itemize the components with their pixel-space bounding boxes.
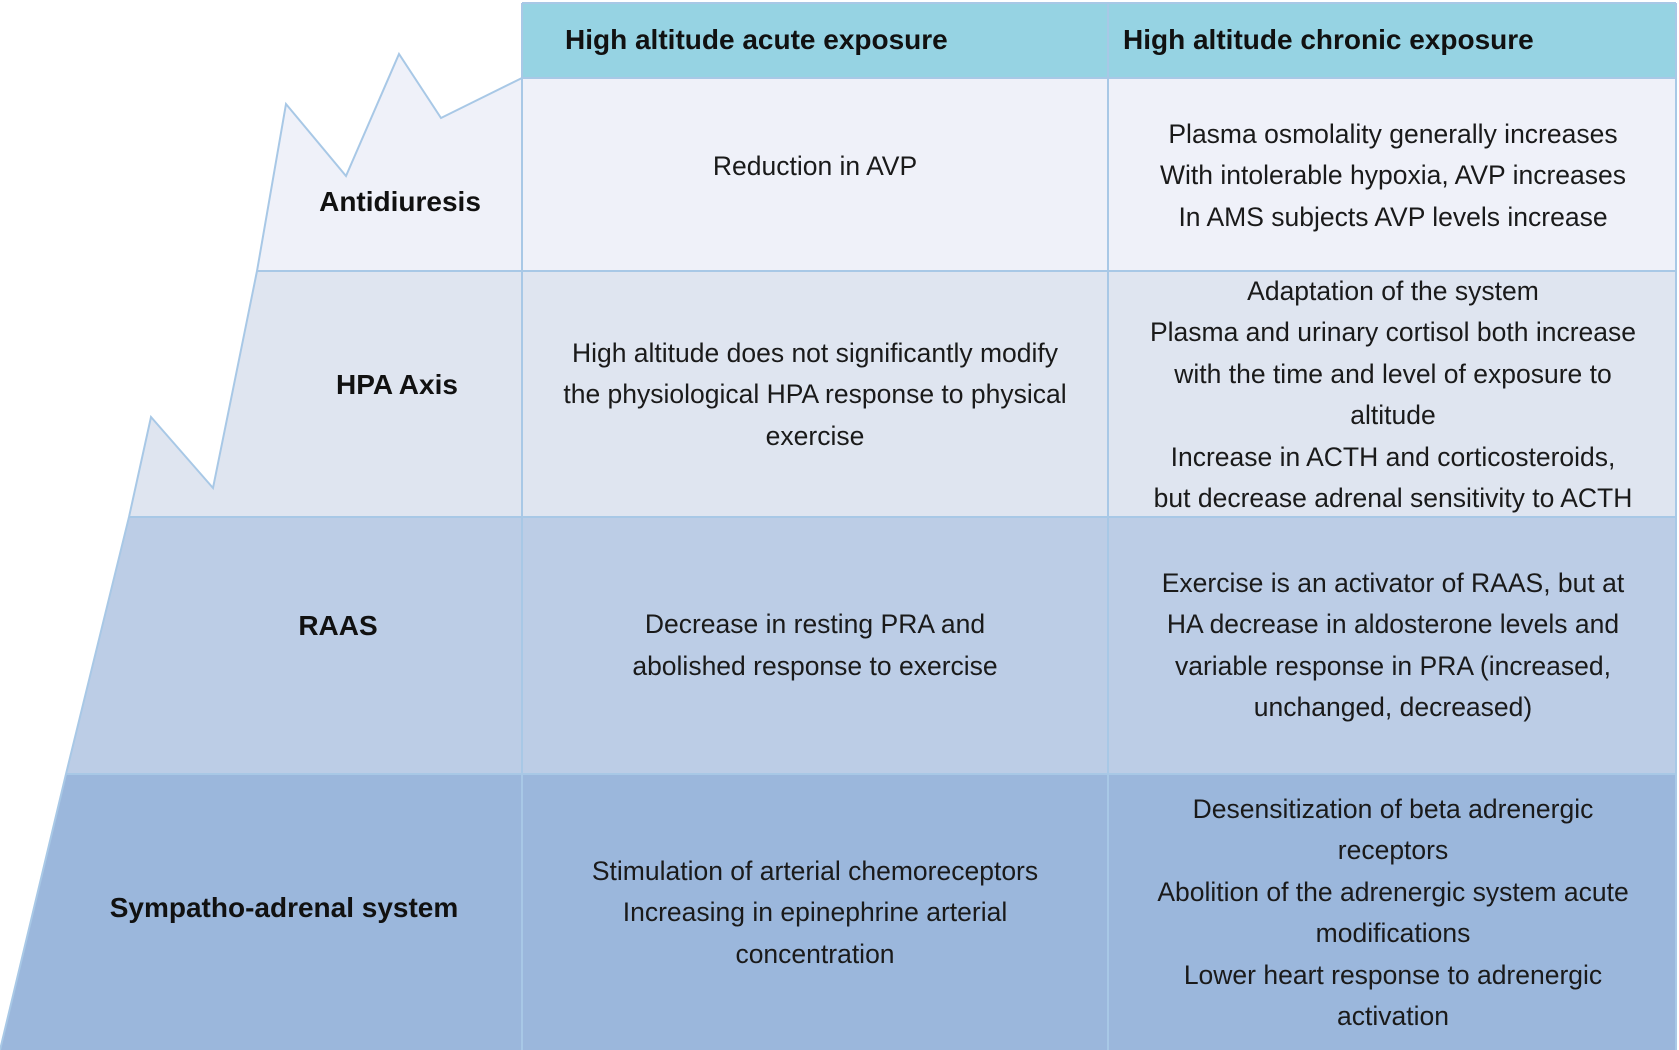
row-label-sympatho-adrenal: Sympatho-adrenal system [109, 892, 459, 923]
cell-line: In AMS subjects AVP levels increase [1178, 201, 1608, 232]
cell-line: modifications [1315, 918, 1471, 948]
row-band-sympatho-adrenal [0, 774, 1676, 1050]
cell-line: HA decrease in aldosterone levels and [1166, 609, 1620, 639]
cell-sympatho-chronic: Desensitization of beta adrenergic recep… [1110, 776, 1676, 1050]
cell-hpa-acute: High altitude does not significantly mod… [524, 273, 1106, 517]
cell-line: receptors [1337, 835, 1449, 865]
header-chronic: High altitude chronic exposure [1123, 24, 1534, 55]
cell-line: variable response in PRA (increased, [1174, 650, 1611, 681]
cell-line: but decrease adrenal sensitivity to ACTH [1153, 483, 1633, 513]
cell-line: unchanged, decreased) [1253, 692, 1533, 722]
cell-line: Increase in ACTH and corticosteroids, [1170, 441, 1616, 472]
header-acute: High altitude acute exposure [565, 24, 948, 55]
cell-raas-chronic: Exercise is an activator of RAAS, but at… [1110, 519, 1676, 772]
cell-line: Increasing in epinephrine arterial [622, 897, 1008, 928]
cell-line: Reduction in AVP [712, 151, 918, 182]
cell-line: Lower heart response to adrenergic [1183, 959, 1603, 990]
row-band-antidiuresis [257, 54, 1676, 271]
cell-line: Exercise is an activator of RAAS, but at [1161, 567, 1625, 598]
cell-line: High altitude does not significantly mod… [571, 337, 1059, 368]
cell-line: Desensitization of beta adrenergic [1192, 793, 1594, 824]
cell-antidiuresis-acute: Reduction in AVP [524, 80, 1106, 254]
cell-line: with the time and level of exposure to [1174, 358, 1612, 389]
cell-line: exercise [765, 420, 865, 451]
cell-line: altitude [1350, 400, 1436, 430]
cell-antidiuresis-chronic: Plasma osmolality generally increases Wi… [1110, 80, 1676, 272]
cell-line: Plasma osmolality generally increases [1168, 118, 1618, 149]
header-band [522, 3, 1676, 78]
cell-line: With intolerable hypoxia, AVP increases [1160, 160, 1626, 191]
cell-line: Abolition of the adrenergic system acute [1157, 876, 1629, 907]
cell-raas-acute: Decrease in resting PRA and abolished re… [524, 519, 1106, 772]
cell-line: Stimulation of arterial chemoreceptors [591, 855, 1039, 886]
cell-line: Adaptation of the system [1247, 275, 1539, 306]
row-band-raas [66, 517, 1676, 774]
row-band-hpa [129, 271, 1676, 517]
cell-line: the physiological HPA response to physic… [563, 379, 1067, 410]
cell-hpa-chronic: Adaptation of the system Plasma and urin… [1110, 268, 1676, 522]
cell-line: Decrease in resting PRA and [644, 609, 986, 639]
cell-sympatho-acute: Stimulation of arterial chemoreceptors I… [524, 776, 1106, 1050]
row-label-hpa-axis: HPA Axis [336, 369, 458, 400]
row-label-antidiuresis: Antidiuresis [319, 186, 481, 217]
cell-line: Plasma and urinary cortisol both increas… [1149, 317, 1637, 347]
cell-line: abolished response to exercise [632, 650, 998, 681]
cell-line: activation [1337, 1001, 1449, 1031]
cell-line: concentration [735, 938, 895, 969]
row-label-raas: RAAS [298, 610, 378, 641]
